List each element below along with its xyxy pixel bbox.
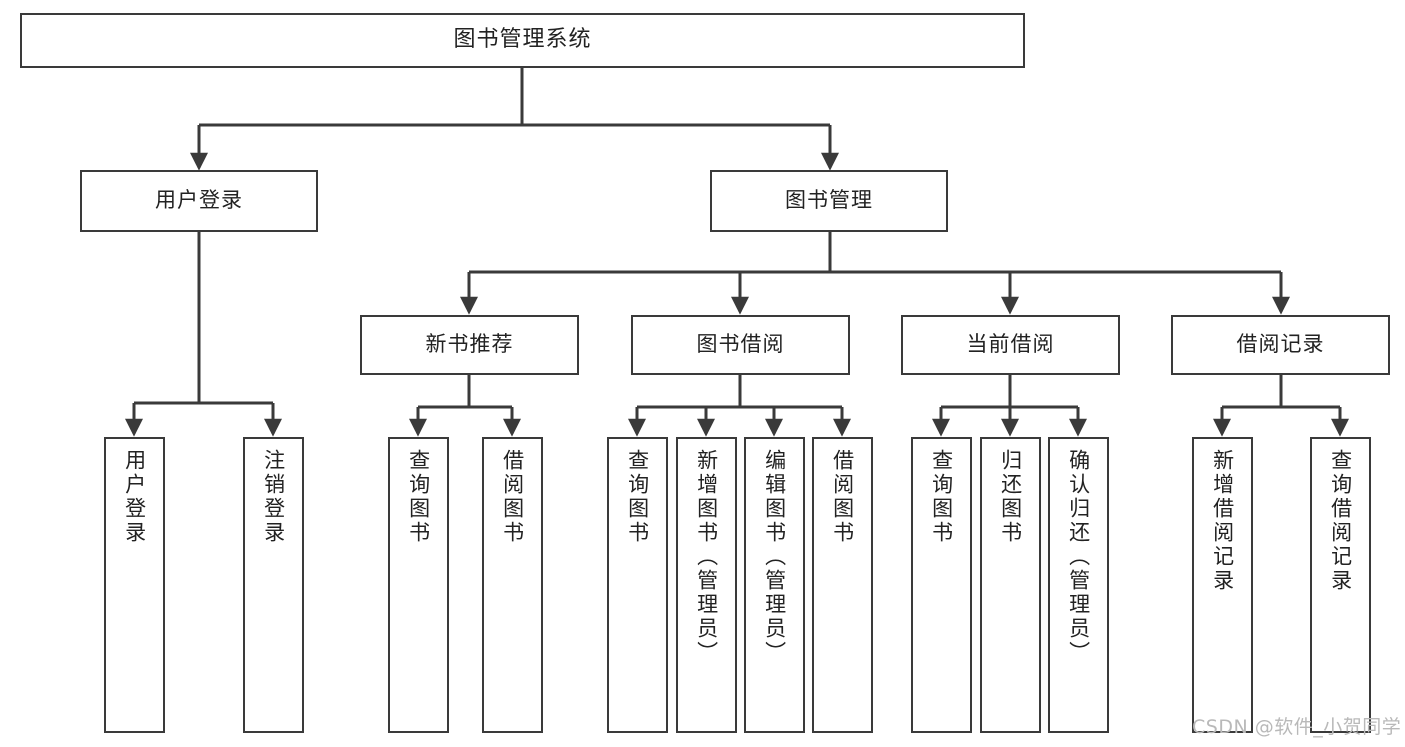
node-leaf-query-record-label: 查询借阅记录 <box>1328 449 1353 593</box>
node-leaf-query-record[interactable]: 查询借阅记录 <box>1310 437 1371 733</box>
node-book-borrow-label: 图书借阅 <box>696 332 785 357</box>
node-leaf-return-book-label: 归还图书 <box>998 449 1023 545</box>
node-leaf-user-login-label: 用户登录 <box>122 449 147 545</box>
node-leaf-query-book-3-label: 查询图书 <box>929 449 954 545</box>
node-leaf-query-book-1-label: 查询图书 <box>406 449 431 545</box>
node-root-label: 图书管理系统 <box>453 27 592 53</box>
node-leaf-user-logout-label: 注销登录 <box>261 449 286 545</box>
node-leaf-query-book-2[interactable]: 查询图书 <box>607 437 668 733</box>
node-leaf-user-login[interactable]: 用户登录 <box>104 437 165 733</box>
node-leaf-add-book-label: 新增图书（管理员） <box>694 449 719 665</box>
node-leaf-user-logout[interactable]: 注销登录 <box>243 437 304 733</box>
node-leaf-return-book[interactable]: 归还图书 <box>980 437 1041 733</box>
node-book-management-label: 图书管理 <box>785 188 873 213</box>
node-leaf-add-record-label: 新增借阅记录 <box>1210 449 1235 593</box>
node-leaf-edit-book[interactable]: 编辑图书（管理员） <box>744 437 805 733</box>
node-current-borrow[interactable]: 当前借阅 <box>901 315 1120 375</box>
node-book-management[interactable]: 图书管理 <box>710 170 948 232</box>
node-new-book-recommend-label: 新书推荐 <box>425 332 514 357</box>
node-leaf-confirm-return-label: 确认归还（管理员） <box>1066 449 1091 665</box>
node-borrow-record[interactable]: 借阅记录 <box>1171 315 1390 375</box>
node-leaf-query-book-1[interactable]: 查询图书 <box>388 437 449 733</box>
node-leaf-borrow-book-1[interactable]: 借阅图书 <box>482 437 543 733</box>
csdn-watermark: CSDN @软件_小贺同学 <box>1192 716 1402 738</box>
node-user-login[interactable]: 用户登录 <box>80 170 318 232</box>
node-leaf-borrow-book-2[interactable]: 借阅图书 <box>812 437 873 733</box>
node-root[interactable]: 图书管理系统 <box>20 13 1025 68</box>
node-borrow-record-label: 借阅记录 <box>1236 332 1325 357</box>
node-user-login-label: 用户登录 <box>155 188 243 213</box>
node-leaf-add-record[interactable]: 新增借阅记录 <box>1192 437 1253 733</box>
node-leaf-borrow-book-2-label: 借阅图书 <box>830 449 855 545</box>
node-leaf-edit-book-label: 编辑图书（管理员） <box>762 449 787 665</box>
node-current-borrow-label: 当前借阅 <box>966 332 1055 357</box>
node-leaf-query-book-2-label: 查询图书 <box>625 449 650 545</box>
node-leaf-confirm-return[interactable]: 确认归还（管理员） <box>1048 437 1109 733</box>
node-new-book-recommend[interactable]: 新书推荐 <box>360 315 579 375</box>
node-leaf-query-book-3[interactable]: 查询图书 <box>911 437 972 733</box>
node-book-borrow[interactable]: 图书借阅 <box>631 315 850 375</box>
node-leaf-borrow-book-1-label: 借阅图书 <box>500 449 525 545</box>
node-leaf-add-book[interactable]: 新增图书（管理员） <box>676 437 737 733</box>
